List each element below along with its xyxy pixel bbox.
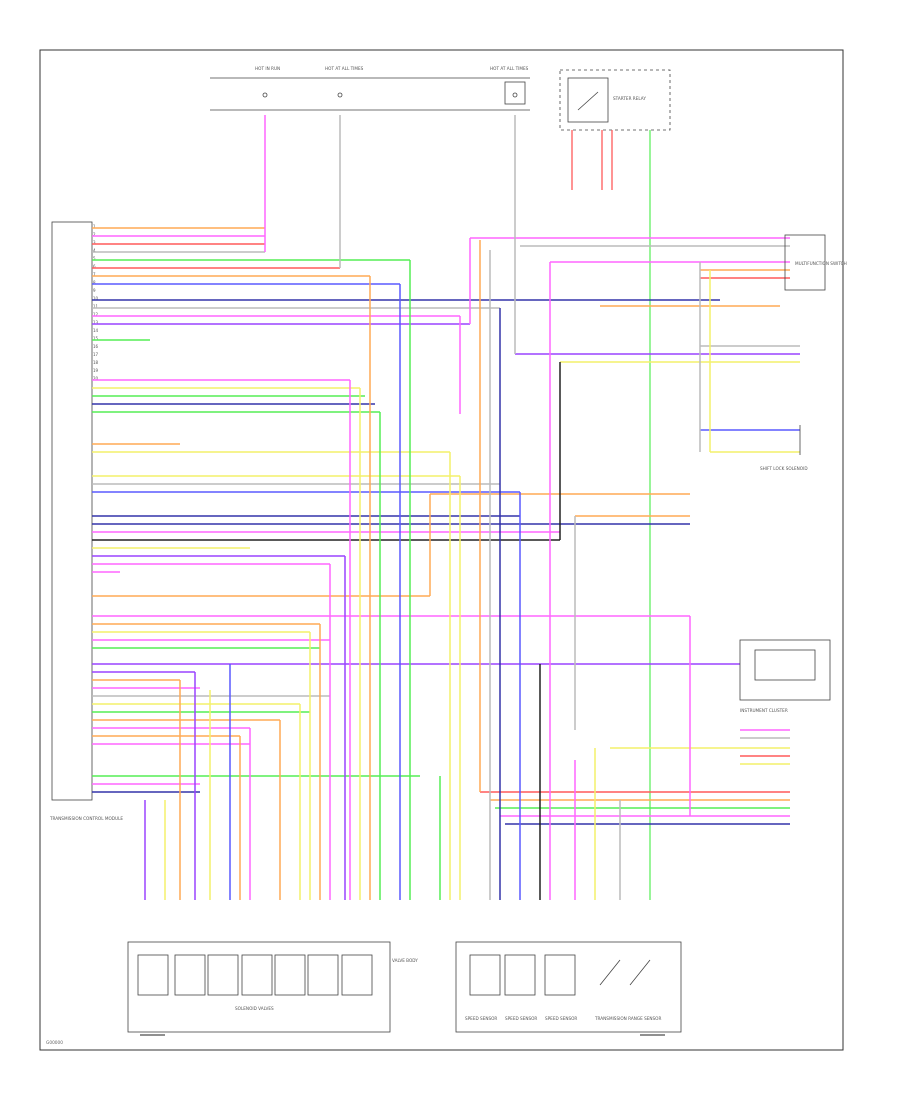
tcm-connector: TRANSMISSION CONTROL MODULE	[49, 221, 123, 821]
shift-lock-solenoid-label: SHIFT LOCK SOLENOID	[760, 466, 808, 471]
fuse-label-2: HOT AT ALL TIMES	[325, 66, 364, 71]
tcm-label: TRANSMISSION CONTROL MODULE	[49, 816, 123, 821]
solenoid-valves: SOLENOID VALVES VALVE BODY	[127, 941, 418, 1036]
solenoid-valves-label: SOLENOID VALVES	[235, 1006, 274, 1011]
speed-sensor-label-2: SPEED SENSOR	[505, 1016, 537, 1021]
svg-text:6: 6	[93, 264, 96, 269]
svg-text:2: 2	[93, 232, 96, 237]
speed-sensors: SPEED SENSOR SPEED SENSOR SPEED SENSOR T…	[455, 941, 682, 1036]
svg-text:17: 17	[93, 352, 99, 357]
svg-text:3: 3	[93, 240, 96, 245]
starter-relay: STARTER RELAY	[559, 69, 671, 900]
svg-text:18: 18	[93, 360, 99, 365]
valve-body-label: VALVE BODY	[392, 958, 418, 963]
svg-text:4: 4	[93, 248, 96, 253]
svg-text:14: 14	[93, 328, 99, 333]
multifunction-switch: MULTIFUNCTION SWITCH	[784, 234, 847, 291]
fuse-label-1: HOT IN RUN	[255, 66, 280, 71]
svg-text:9: 9	[93, 288, 96, 293]
multifunction-switch-label: MULTIFUNCTION SWITCH	[795, 261, 847, 266]
svg-text:11: 11	[93, 304, 99, 309]
svg-text:16: 16	[93, 344, 99, 349]
svg-text:1: 1	[93, 224, 96, 229]
tcm-horizontal-wires	[92, 227, 740, 793]
instrument-cluster-label: INSTRUMENT CLUSTER	[740, 708, 788, 713]
svg-text:15: 15	[93, 336, 99, 341]
footer-code: G00000	[46, 1040, 63, 1046]
svg-text:13: 13	[93, 320, 99, 325]
svg-text:20: 20	[93, 376, 99, 381]
svg-text:19: 19	[93, 368, 99, 373]
power-distribution: HOT IN RUN HOT AT ALL TIMES HOT AT ALL T…	[210, 66, 530, 111]
speed-sensor-label-3: SPEED SENSOR	[545, 1016, 577, 1021]
instrument-cluster: INSTRUMENT CLUSTER	[739, 639, 831, 713]
svg-text:10: 10	[93, 296, 99, 301]
vertical-wires	[144, 115, 711, 900]
svg-text:7: 7	[93, 272, 96, 277]
svg-text:8: 8	[93, 280, 96, 285]
right-side-wires	[430, 237, 800, 825]
diagram-frame	[39, 49, 844, 1051]
speed-sensor-label-1: SPEED SENSOR	[465, 1016, 497, 1021]
starter-relay-label: STARTER RELAY	[613, 96, 646, 101]
fuse-label-3: HOT AT ALL TIMES	[490, 66, 529, 71]
shift-lock-solenoid: SHIFT LOCK SOLENOID	[760, 425, 808, 471]
svg-text:12: 12	[93, 312, 99, 317]
range-sensor-label: TRANSMISSION RANGE SENSOR	[594, 1016, 661, 1021]
svg-text:5: 5	[93, 256, 96, 261]
